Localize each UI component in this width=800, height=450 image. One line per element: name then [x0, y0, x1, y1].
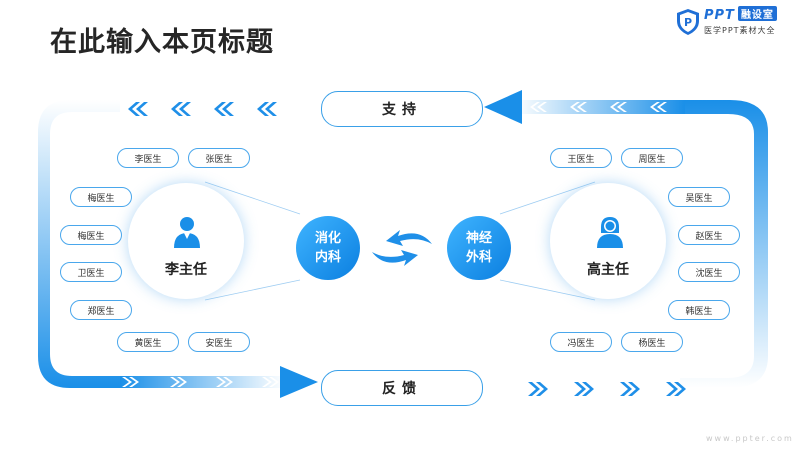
doctor-pill: 卫医生	[60, 262, 122, 282]
svg-text:P: P	[684, 16, 692, 29]
doctor-pill: 梅医生	[70, 187, 132, 207]
right-dept-line1: 神经	[465, 231, 492, 246]
doctor-pill: 赵医生	[678, 225, 740, 245]
right-department: 神经外科	[447, 216, 511, 280]
doctor-pill: 黄医生	[117, 332, 179, 352]
top-arrow-band	[515, 100, 685, 114]
doctor-pill: 梅医生	[60, 225, 122, 245]
doctor-male-icon	[174, 217, 200, 248]
top-right-chevrons	[530, 102, 667, 112]
watermark: www.ppter.com	[706, 434, 794, 443]
doctor-pill: 郑医生	[70, 300, 132, 320]
doctor-pill: 张医生	[188, 148, 250, 168]
logo-subtitle: 医学PPT素材大全	[704, 26, 776, 35]
bottom-right-chevrons	[528, 382, 686, 396]
doctor-pill: 韩医生	[668, 300, 730, 320]
doctor-pill: 冯医生	[550, 332, 612, 352]
top-left-chevrons	[128, 102, 277, 116]
right-dept-line2: 外科	[465, 250, 492, 265]
doctor-pill: 吴医生	[668, 187, 730, 207]
doctor-pill: 杨医生	[621, 332, 683, 352]
doctor-pill: 沈医生	[678, 262, 740, 282]
left-dept-line2: 内科	[314, 250, 341, 265]
bottom-arrow-band	[120, 376, 285, 388]
bottom-arrow-head	[280, 366, 318, 398]
logo-tag: 融设室	[737, 6, 777, 21]
feedback-pill: 反馈	[321, 370, 483, 406]
shield-icon: P	[677, 9, 699, 35]
left-loop-band	[38, 100, 120, 388]
page-title: 在此输入本页标题	[50, 27, 274, 58]
connector-lines	[204, 181, 596, 301]
doctor-pill: 王医生	[550, 148, 612, 168]
left-dept-line1: 消化	[314, 231, 341, 246]
doctor-pill: 周医生	[621, 148, 683, 168]
bottom-left-chevrons	[122, 377, 279, 387]
doctor-pill: 李医生	[117, 148, 179, 168]
exchange-arrows-icon	[372, 230, 432, 266]
top-arrow-head	[484, 90, 522, 124]
left-director-name: 李主任	[165, 262, 207, 278]
left-department: 消化内科	[296, 216, 360, 280]
doctor-pill: 安医生	[188, 332, 250, 352]
right-loop-band	[680, 100, 768, 388]
support-pill: 支持	[321, 91, 483, 127]
right-director-name: 高主任	[587, 262, 629, 278]
doctor-female-icon	[597, 217, 623, 248]
